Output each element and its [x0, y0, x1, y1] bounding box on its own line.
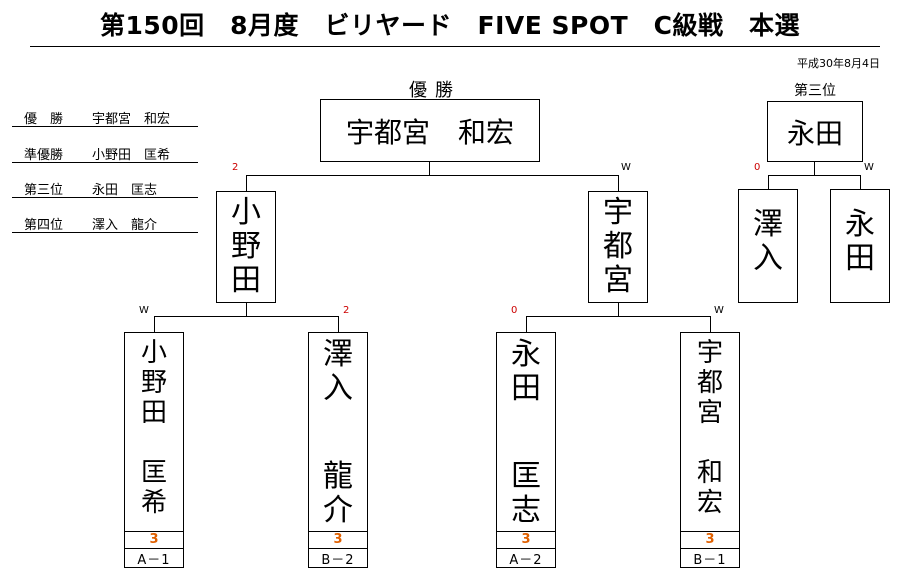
name-char: 匡: [140, 458, 167, 488]
name-char: 小: [140, 338, 167, 368]
result-rank: 第三位: [24, 183, 64, 198]
name-char: 都: [696, 368, 723, 398]
name-char: 志: [511, 493, 541, 528]
bracket-line: [814, 162, 815, 175]
third-place-box: 永田: [767, 101, 863, 162]
result-rank: 準優勝: [24, 148, 64, 163]
entry-score: 3: [308, 531, 368, 549]
entry-name-box: 永 田 匡 志: [496, 332, 556, 532]
result-rank: 第四位: [24, 218, 64, 233]
entry-seed: A－2: [496, 548, 556, 568]
result-name: 澤入 龍介: [92, 218, 158, 233]
title-underline: [30, 46, 880, 47]
third-match-right-box: 永 田: [830, 189, 890, 303]
name-char: 龍: [323, 459, 353, 494]
name-char: 宮: [603, 263, 633, 298]
third-match-left-box: 澤 入: [738, 189, 798, 303]
name-char: 田: [140, 398, 167, 428]
name-char: 介: [323, 493, 353, 528]
bracket-line: [860, 175, 861, 189]
finalist-right-box: 宇 都 宮: [588, 191, 648, 303]
entry-card: 永 田 匡 志 3 A－2: [496, 332, 556, 568]
match-score: 2: [343, 305, 350, 316]
bracket-line: [429, 162, 430, 175]
bracket-line: [710, 316, 711, 332]
entry-name-box: 小 野 田 匡 希: [124, 332, 184, 532]
bracket-line: [246, 303, 247, 316]
match-score: 0: [511, 305, 518, 316]
name-gap: [125, 428, 183, 458]
entry-card: 澤 入 龍 介 3 B－2: [308, 332, 368, 568]
match-score: W: [139, 305, 149, 316]
match-score: 2: [232, 162, 239, 173]
entry-card: 小 野 田 匡 希 3 A－1: [124, 332, 184, 568]
bracket-line: [526, 316, 710, 317]
name-gap: [681, 428, 739, 458]
event-date: 平成30年8月4日: [797, 57, 880, 70]
champion-box: 宇都宮 和宏: [320, 99, 540, 162]
entry-card: 宇 都 宮 和 宏 3 B－1: [680, 332, 740, 568]
name-char: 田: [231, 263, 261, 298]
entry-score: 3: [124, 531, 184, 549]
bracket-line: [154, 316, 155, 332]
name-char: 野: [231, 229, 261, 264]
result-name: 小野田 匡希: [92, 148, 171, 163]
name-char: 宏: [696, 488, 723, 518]
entry-seed: B－2: [308, 548, 368, 568]
name-char: 澤: [753, 207, 783, 242]
bracket-line: [618, 175, 619, 191]
name-char: 匡: [511, 459, 541, 494]
entry-name-box: 宇 都 宮 和 宏: [680, 332, 740, 532]
third-place-label: 第三位: [794, 83, 836, 99]
name-char: 入: [323, 371, 353, 406]
name-char: 都: [603, 229, 633, 264]
bracket-line: [246, 175, 618, 176]
page-title: 第150回 8月度 ビリヤード FIVE SPOT C級戦 本選: [99, 11, 801, 40]
name-gap: [497, 406, 555, 460]
entry-score: 3: [496, 531, 556, 549]
bracket-line: [768, 175, 769, 189]
result-name: 宇都宮 和宏: [92, 112, 171, 127]
bracket-line: [618, 303, 619, 316]
match-score: 0: [754, 162, 761, 173]
entry-seed: B－1: [680, 548, 740, 568]
name-char: 宮: [696, 398, 723, 428]
entry-score: 3: [680, 531, 740, 549]
champion-label: 優勝: [409, 80, 461, 101]
match-score: W: [864, 162, 874, 173]
bracket-line: [154, 316, 338, 317]
result-row-4: 第四位 澤入 龍介: [12, 212, 198, 233]
bracket-line: [768, 175, 860, 176]
name-char: 入: [753, 241, 783, 276]
result-name: 永田 匡志: [92, 183, 158, 198]
name-char: 小: [231, 195, 261, 230]
name-char: 永: [845, 207, 875, 242]
name-char: 和: [696, 458, 723, 488]
result-row-2: 準優勝 小野田 匡希: [12, 142, 198, 163]
name-char: 野: [140, 368, 167, 398]
bracket-line: [338, 316, 339, 332]
name-char: 田: [511, 371, 541, 406]
entry-name-box: 澤 入 龍 介: [308, 332, 368, 532]
entry-seed: A－1: [124, 548, 184, 568]
result-row-1: 優 勝 宇都宮 和宏: [12, 106, 198, 127]
bracket-line: [246, 175, 247, 191]
name-char: 田: [845, 241, 875, 276]
name-char: 希: [140, 488, 167, 518]
name-char: 宇: [696, 338, 723, 368]
match-score: W: [714, 305, 724, 316]
name-char: 澤: [323, 337, 353, 372]
name-gap: [309, 406, 367, 460]
name-char: 宇: [603, 195, 633, 230]
result-row-3: 第三位 永田 匡志: [12, 177, 198, 198]
name-char: 永: [511, 337, 541, 372]
result-rank: 優 勝: [24, 112, 64, 127]
finalist-left-box: 小 野 田: [216, 191, 276, 303]
bracket-line: [526, 316, 527, 332]
match-score: W: [621, 162, 631, 173]
